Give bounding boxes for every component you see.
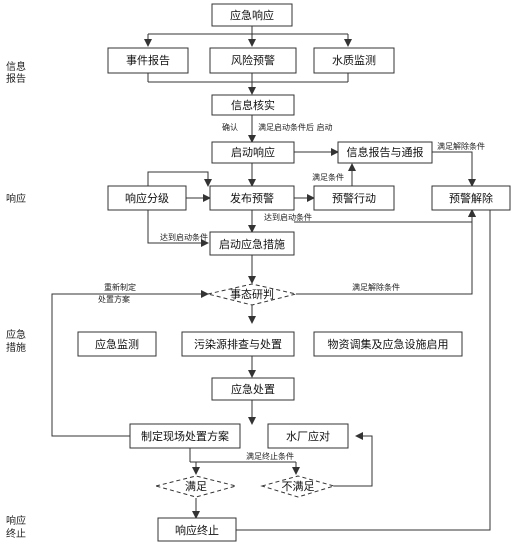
- node-start-response: 启动响应: [211, 141, 295, 164]
- edge-not-satisfied-loop: [332, 432, 373, 487]
- svg-text:水质监测: 水质监测: [332, 54, 376, 67]
- node-info-report-notification: 信息报告与通报: [337, 141, 433, 164]
- edge-grading-loop: [147, 171, 212, 187]
- node-not-satisfied: 不满足: [260, 475, 336, 498]
- section-label-info-report-line2: 报告: [6, 72, 26, 85]
- svg-text:信息核实: 信息核实: [231, 98, 275, 112]
- svg-text:事态研判: 事态研判: [230, 288, 274, 301]
- svg-text:应急处置: 应急处置: [231, 382, 275, 396]
- edge-notification-to-release: [432, 151, 476, 187]
- edge-plan-reformulate-loop: [51, 290, 209, 437]
- node-situation-judgment: 事态研判: [207, 283, 297, 306]
- svg-text:应急响应: 应急响应: [230, 8, 274, 22]
- edge-label-end-condition: 满足解除条件: [352, 282, 400, 292]
- node-response-grading: 响应分级: [107, 185, 187, 211]
- svg-text:满足: 满足: [185, 480, 207, 493]
- svg-text:污染源排查与处置: 污染源排查与处置: [194, 337, 282, 351]
- svg-text:响应终止: 响应终止: [175, 523, 219, 537]
- section-label-info-report-line1: 信息: [6, 60, 26, 73]
- edge-label-judge-conditions: 满足终止条件: [246, 451, 294, 461]
- svg-text:不满足: 不满足: [282, 480, 315, 493]
- svg-text:风险预警: 风险预警: [231, 53, 275, 67]
- edge-label-reach-start: 达到启动条件: [264, 212, 312, 222]
- svg-text:应急监测: 应急监测: [95, 337, 139, 351]
- svg-text:制定现场处置方案: 制定现场处置方案: [141, 429, 229, 443]
- svg-text:发布预警: 发布预警: [230, 191, 274, 205]
- edge-measures-to-release: [294, 209, 476, 223]
- svg-text:事件报告: 事件报告: [126, 53, 170, 67]
- node-water-supply: 水厂应对: [267, 423, 349, 449]
- edge-label-reformulate-line2: 处置方案: [98, 294, 130, 304]
- section-label-emergency-measures-line2: 措施: [6, 341, 26, 354]
- node-emergency-response: 应急响应: [211, 3, 293, 27]
- edge-label-meets-conditions: 满足启动条件后 启动: [258, 122, 333, 132]
- node-material-allocation: 物资调集及应急设施启用: [313, 331, 463, 357]
- section-label-emergency-measures-line1: 应急: [6, 328, 26, 341]
- section-label-response-end-line1: 响应: [6, 514, 26, 527]
- svg-text:启动响应: 启动响应: [231, 145, 275, 159]
- svg-text:预警行动: 预警行动: [332, 191, 376, 205]
- edge-grading-to-measures: [147, 210, 209, 247]
- node-satisfied: 满足: [154, 475, 238, 498]
- edge-label-reformulate-line1: 重新制定: [104, 282, 136, 292]
- section-label-response: 响应: [6, 192, 26, 205]
- node-emergency-monitoring: 应急监测: [77, 331, 157, 357]
- edge-label-reach-start-left: 达到启动条件: [160, 232, 208, 242]
- node-info-verification: 信息核实: [211, 94, 295, 116]
- edge-label-confirmed: 确认: [222, 122, 238, 132]
- edge-label-meets-release: 满足解除条件: [437, 141, 485, 151]
- node-start-emergency-measures: 启动应急措施: [209, 231, 295, 256]
- svg-text:预警解除: 预警解除: [449, 191, 493, 205]
- node-issue-warning: 发布预警: [209, 185, 295, 211]
- node-emergency-disposal: 应急处置: [211, 377, 295, 401]
- node-risk-warning: 风险预警: [209, 47, 297, 74]
- svg-text:水厂应对: 水厂应对: [286, 429, 330, 443]
- edge-judgment-to-release: [296, 209, 476, 295]
- node-response-termination: 响应终止: [157, 517, 237, 542]
- node-warning-release: 预警解除: [431, 185, 511, 211]
- edge-label-upgrade: 满足条件: [312, 172, 344, 182]
- node-onsite-plan: 制定现场处置方案: [129, 423, 241, 449]
- svg-text:物资调集及应急设施启用: 物资调集及应急设施启用: [328, 337, 449, 351]
- section-label-response-end-line2: 终止: [6, 527, 26, 540]
- svg-text:启动应急措施: 启动应急措施: [219, 237, 285, 251]
- node-pollution-investigation: 污染源排查与处置: [181, 331, 295, 357]
- node-water-quality-monitoring: 水质监测: [313, 47, 395, 74]
- node-warning-action: 预警行动: [313, 185, 395, 211]
- flow-edges: [51, 26, 496, 531]
- svg-text:信息报告与通报: 信息报告与通报: [347, 145, 424, 159]
- svg-text:响应分级: 响应分级: [125, 191, 169, 205]
- node-incident-report: 事件报告: [107, 47, 189, 74]
